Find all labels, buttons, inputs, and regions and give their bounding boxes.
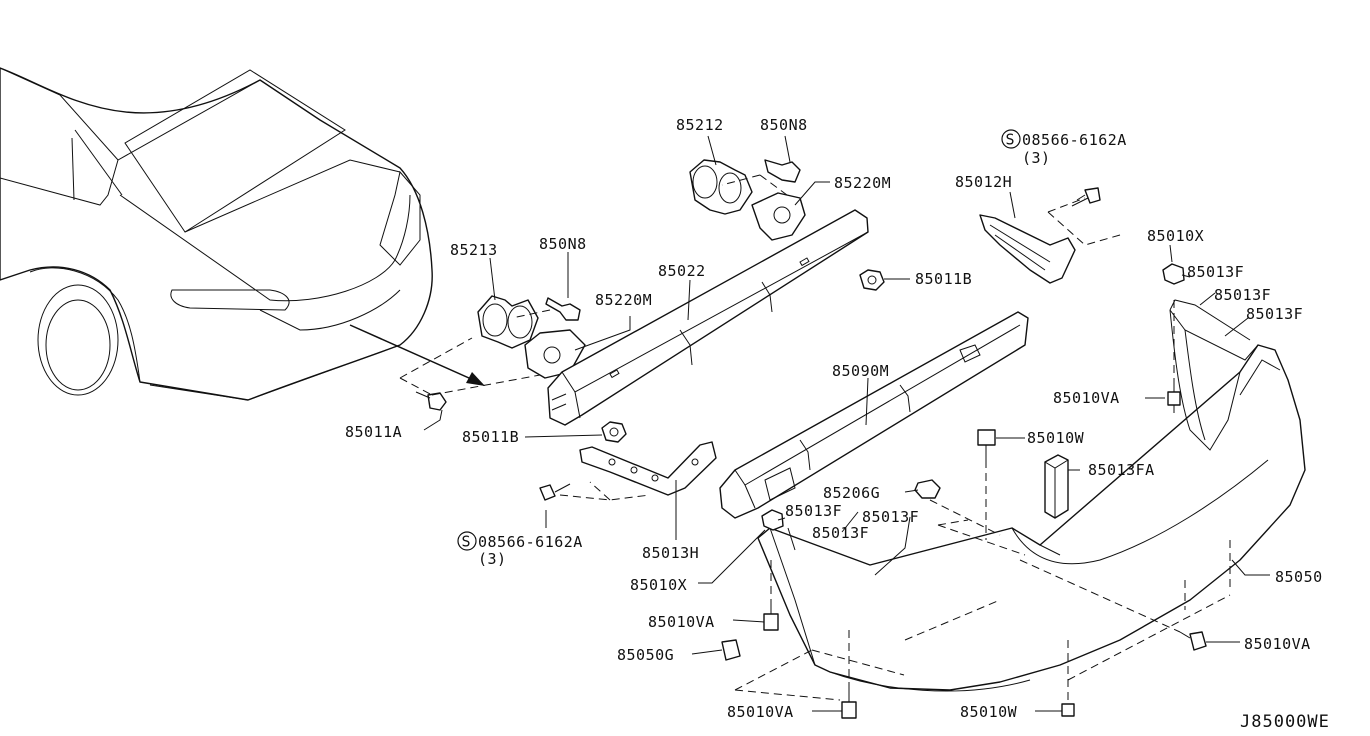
label-85220m-top: 85220M: [834, 174, 891, 192]
label-85010x-top: 85010X: [1147, 227, 1204, 245]
clip-85010va-left: [763, 600, 779, 631]
label-85213: 85213: [450, 241, 498, 259]
part-85022-reinforcement: [547, 209, 869, 426]
label-85010va-bottom: 85010VA: [727, 703, 794, 721]
bolt-850n8-mid: [545, 297, 581, 321]
screw-symbol-circle-top: [1001, 129, 1021, 149]
direction-arrow: [349, 324, 485, 386]
part-85012h-bracket: [979, 214, 1076, 284]
label-85013f-e: 85013F: [862, 508, 919, 526]
label-08566-6162a-bottom: 08566-6162A: [478, 533, 583, 551]
label-85013fa: 85013FA: [1088, 461, 1155, 479]
clip-85010w-bottom: [1061, 703, 1075, 717]
label-85022: 85022: [658, 262, 706, 280]
fastener-85011b-top: [859, 269, 885, 291]
clip-85010w-mid: [977, 429, 996, 460]
label-85011a: 85011A: [345, 423, 402, 441]
label-85050g: 85050G: [617, 646, 674, 664]
label-85010va-right: 85010VA: [1053, 389, 1120, 407]
label-85013f-b: 85013F: [1214, 286, 1271, 304]
bolt-85206g: [914, 479, 941, 499]
part-85013h-bracket: [579, 441, 717, 496]
label-08566-6162a-top: 08566-6162A: [1022, 131, 1127, 149]
label-85212: 85212: [676, 116, 724, 134]
label-85206g: 85206G: [823, 484, 880, 502]
label-85013h: 85013H: [642, 544, 699, 562]
label-850n8-mid: 850N8: [539, 235, 587, 253]
screw-symbol-bottom: S: [462, 533, 472, 551]
part-85013fa-pad: [1044, 454, 1069, 519]
assembly-lines: [399, 174, 1231, 701]
label-85010va-left: 85010VA: [648, 613, 715, 631]
clip-85010x-bottom: [761, 509, 784, 531]
label-85013f-d: 85013F: [785, 502, 842, 520]
label-qty-top: (3): [1022, 149, 1051, 167]
bolt-850n8-top: [764, 159, 801, 183]
clip-85010va-lowright: [1179, 631, 1207, 651]
fastener-85011b-mid: [601, 421, 627, 443]
label-85010x-bottom: 85010X: [630, 576, 687, 594]
label-85013f-c: 85013F: [1246, 305, 1303, 323]
label-85011b-top: 85011B: [915, 270, 972, 288]
clip-85010va-right: [1167, 380, 1181, 406]
screw-symbol-top: S: [1006, 131, 1016, 149]
label-85010w-bottom: 85010W: [960, 703, 1018, 721]
screw-08566-bottom: [539, 483, 571, 501]
part-85050-bumper-fascia: [757, 299, 1306, 692]
screw-08566-top: [1071, 187, 1101, 207]
label-85090m: 85090M: [832, 362, 889, 380]
label-85011b-mid: 85011B: [462, 428, 519, 446]
label-85013f-a: 85013F: [1187, 263, 1244, 281]
label-85012h: 85012H: [955, 173, 1012, 191]
nut-85050g: [721, 639, 741, 661]
label-85013f-f: 85013F: [812, 524, 869, 542]
leader-lines: [423, 135, 1270, 712]
diagram-code: J85000WE: [1240, 712, 1330, 732]
fastener-85011a: [415, 391, 447, 411]
part-85090m-absorber: [719, 311, 1029, 519]
label-85050: 85050: [1275, 568, 1323, 586]
part-85213-bracket: [477, 295, 586, 379]
label-85220m-mid: 85220M: [595, 291, 652, 309]
clip-85010va-bottom: [841, 690, 857, 719]
label-qty-bottom: (3): [478, 550, 507, 568]
vehicle-outline: [0, 67, 433, 401]
screw-symbol-circle-bottom: [457, 531, 477, 551]
clip-85010x-top: [1162, 263, 1185, 285]
label-85010w-mid: 85010W: [1027, 429, 1085, 447]
label-850n8-top: 850N8: [760, 116, 808, 134]
label-85010va-lowright: 85010VA: [1244, 635, 1311, 653]
